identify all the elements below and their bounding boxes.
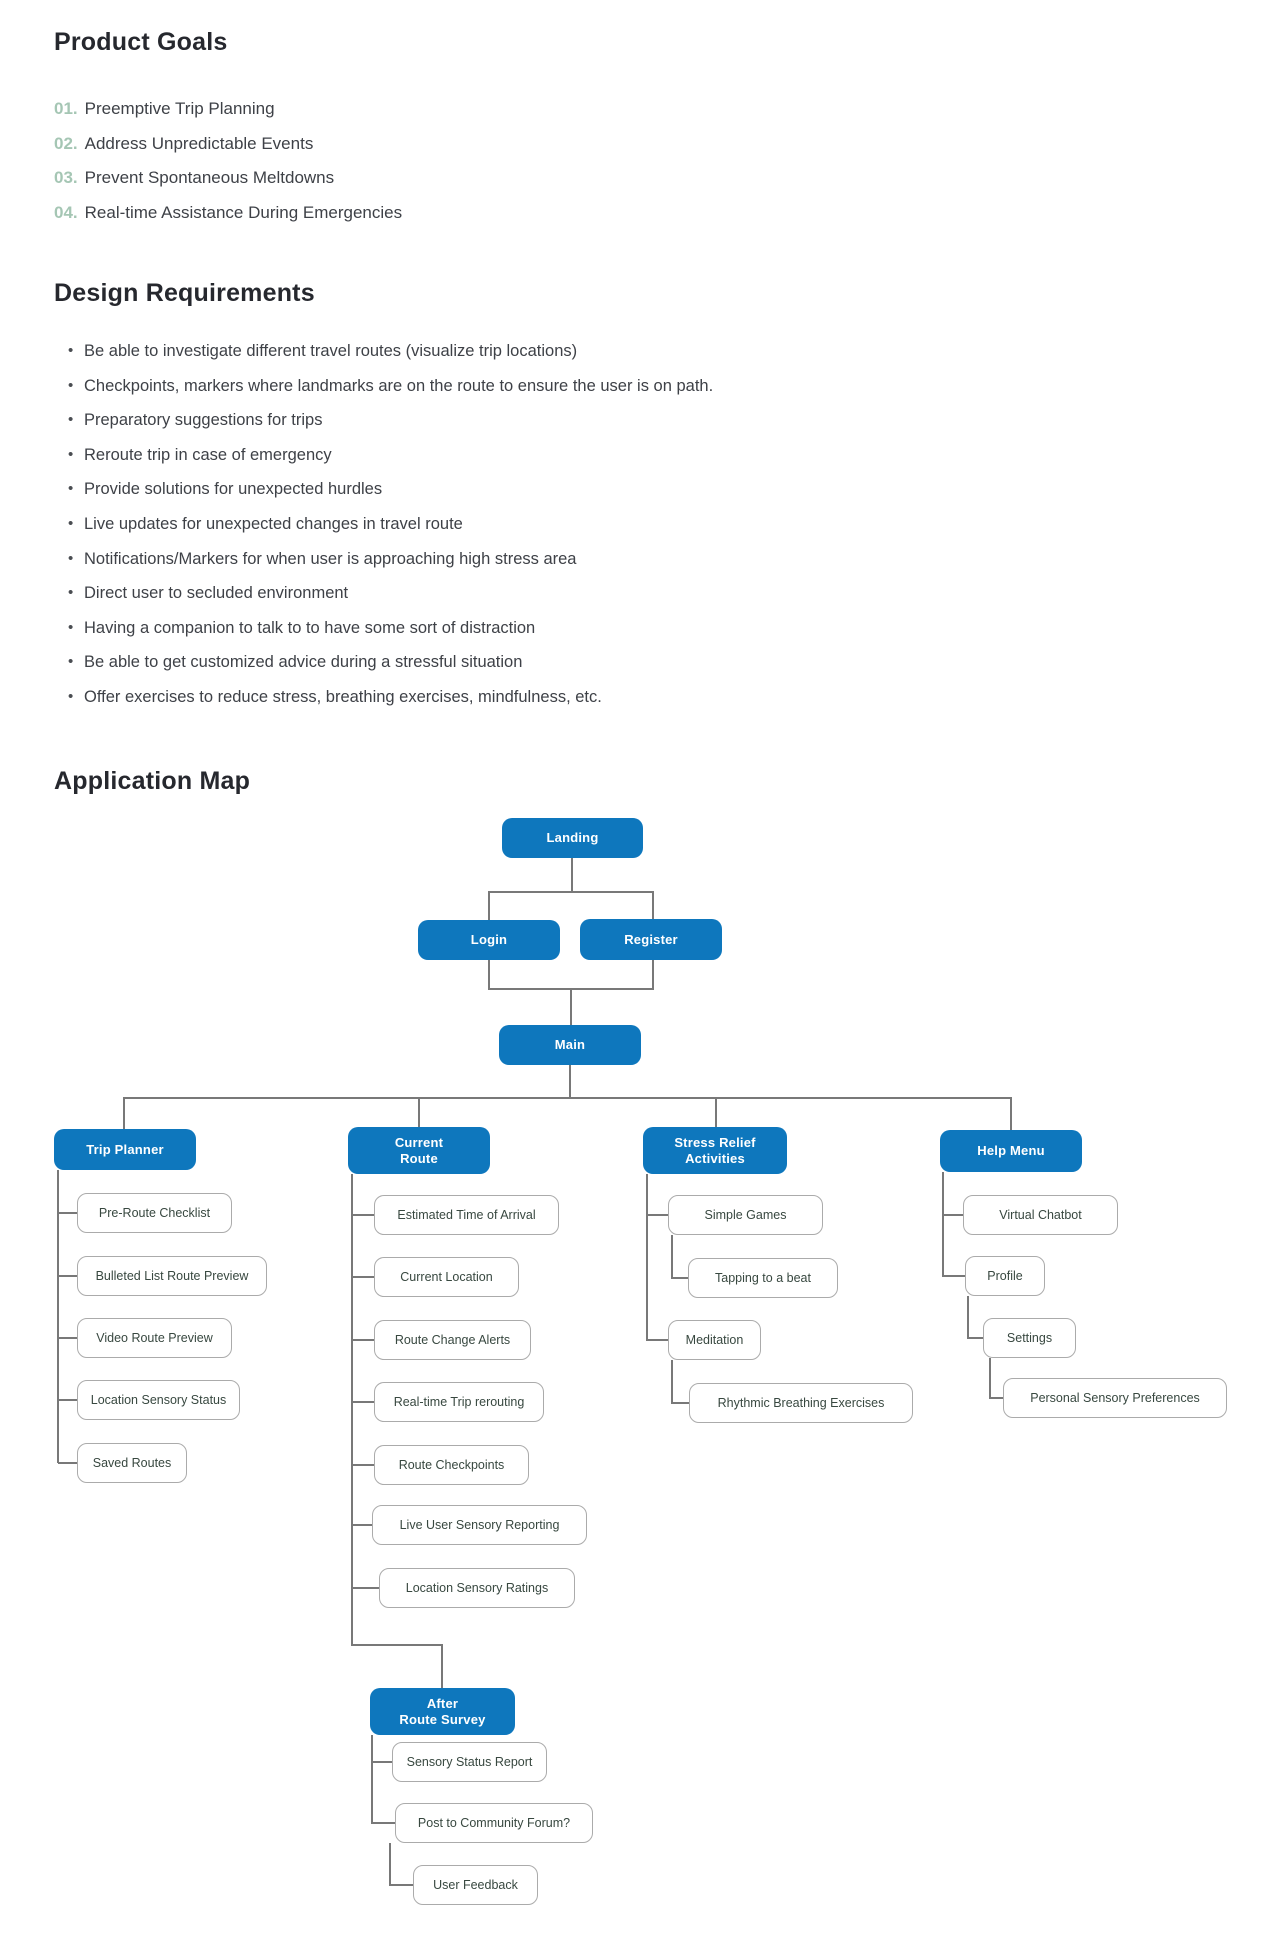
node-help-menu: Help Menu (940, 1130, 1082, 1172)
requirement-item: Live updates for unexpected changes in t… (68, 507, 713, 542)
product-goals-list: 01. Preemptive Trip Planning 02. Address Un… (54, 92, 402, 230)
goal-item: 01. Preemptive Trip Planning (54, 92, 402, 127)
node-route-checkpoints: Route Checkpoints (374, 1445, 529, 1485)
node-route-change-alerts: Route Change Alerts (374, 1320, 531, 1360)
goal-number: 03. (54, 168, 78, 188)
requirement-item: Be able to get customized advice during … (68, 645, 713, 680)
requirement-item: Be able to investigate different travel … (68, 334, 713, 369)
goal-text: Real-time Assistance During Emergencies (84, 202, 403, 222)
node-tapping-to-a-beat: Tapping to a beat (688, 1258, 838, 1298)
requirement-item: Provide solutions for unexpected hurdles (68, 472, 713, 507)
node-after-route-survey: After Route Survey (370, 1688, 515, 1735)
design-requirements-list: Be able to investigate different travel … (68, 334, 713, 715)
requirement-item: Notifications/Markers for when user is a… (68, 542, 713, 577)
node-sensory-status-report: Sensory Status Report (392, 1742, 547, 1782)
goal-text: Preemptive Trip Planning (84, 99, 275, 118)
node-meditation: Meditation (668, 1320, 761, 1360)
node-virtual-chatbot: Virtual Chatbot (963, 1195, 1118, 1235)
requirement-item: Preparatory suggestions for trips (68, 403, 713, 438)
node-landing: Landing (502, 818, 643, 858)
node-settings: Settings (983, 1318, 1076, 1358)
node-current-location: Current Location (374, 1257, 519, 1297)
node-real-time-trip-rerouting: Real-time Trip rerouting (374, 1382, 544, 1422)
goal-item: 03. Prevent Spontaneous Meltdowns (54, 161, 402, 196)
node-live-user-sensory-reporting: Live User Sensory Reporting (372, 1505, 587, 1545)
goal-text: Address Unpredictable Events (84, 133, 314, 153)
node-profile: Profile (965, 1256, 1045, 1296)
node-login: Login (418, 920, 560, 960)
node-location-sensory-status: Location Sensory Status (77, 1380, 240, 1420)
node-personal-sensory-preferences: Personal Sensory Preferences (1003, 1378, 1227, 1418)
node-current-route: Current Route (348, 1127, 490, 1174)
node-register: Register (580, 919, 722, 960)
node-user-feedback: User Feedback (413, 1865, 538, 1905)
node-location-sensory-ratings: Location Sensory Ratings (379, 1568, 575, 1608)
goal-text: Prevent Spontaneous Meltdowns (84, 168, 335, 188)
node-stress-relief-activities: Stress Relief Activities (643, 1127, 787, 1174)
requirement-item: Direct user to secluded environment (68, 576, 713, 611)
node-main: Main (499, 1025, 641, 1065)
node-bulleted-list-route-preview: Bulleted List Route Preview (77, 1256, 267, 1296)
goal-number: 04. (54, 202, 78, 222)
product-goals-title: Product Goals (54, 28, 228, 56)
node-pre-route-checklist: Pre-Route Checklist (77, 1193, 232, 1233)
node-simple-games: Simple Games (668, 1195, 823, 1235)
node-estimated-time-of-arrival: Estimated Time of Arrival (374, 1195, 559, 1235)
node-saved-routes: Saved Routes (77, 1443, 187, 1483)
node-trip-planner: Trip Planner (54, 1129, 196, 1170)
requirement-item: Having a companion to talk to to have so… (68, 611, 713, 646)
requirement-item: Offer exercises to reduce stress, breath… (68, 680, 713, 715)
application-map-title: Application Map (54, 767, 251, 795)
design-requirements-title: Design Requirements (54, 279, 315, 307)
requirement-item: Checkpoints, markers where landmarks are… (68, 369, 713, 404)
node-post-to-community-forum: Post to Community Forum? (395, 1803, 593, 1843)
goal-item: 02. Address Unpredictable Events (54, 127, 402, 162)
goal-number: 02. (54, 133, 78, 153)
node-rhythmic-breathing-exercises: Rhythmic Breathing Exercises (689, 1383, 913, 1423)
requirement-item: Reroute trip in case of emergency (68, 438, 713, 473)
goal-number: 01. (54, 99, 78, 118)
node-video-route-preview: Video Route Preview (77, 1318, 232, 1358)
goal-item: 04. Real-time Assistance During Emergenci… (54, 196, 402, 231)
